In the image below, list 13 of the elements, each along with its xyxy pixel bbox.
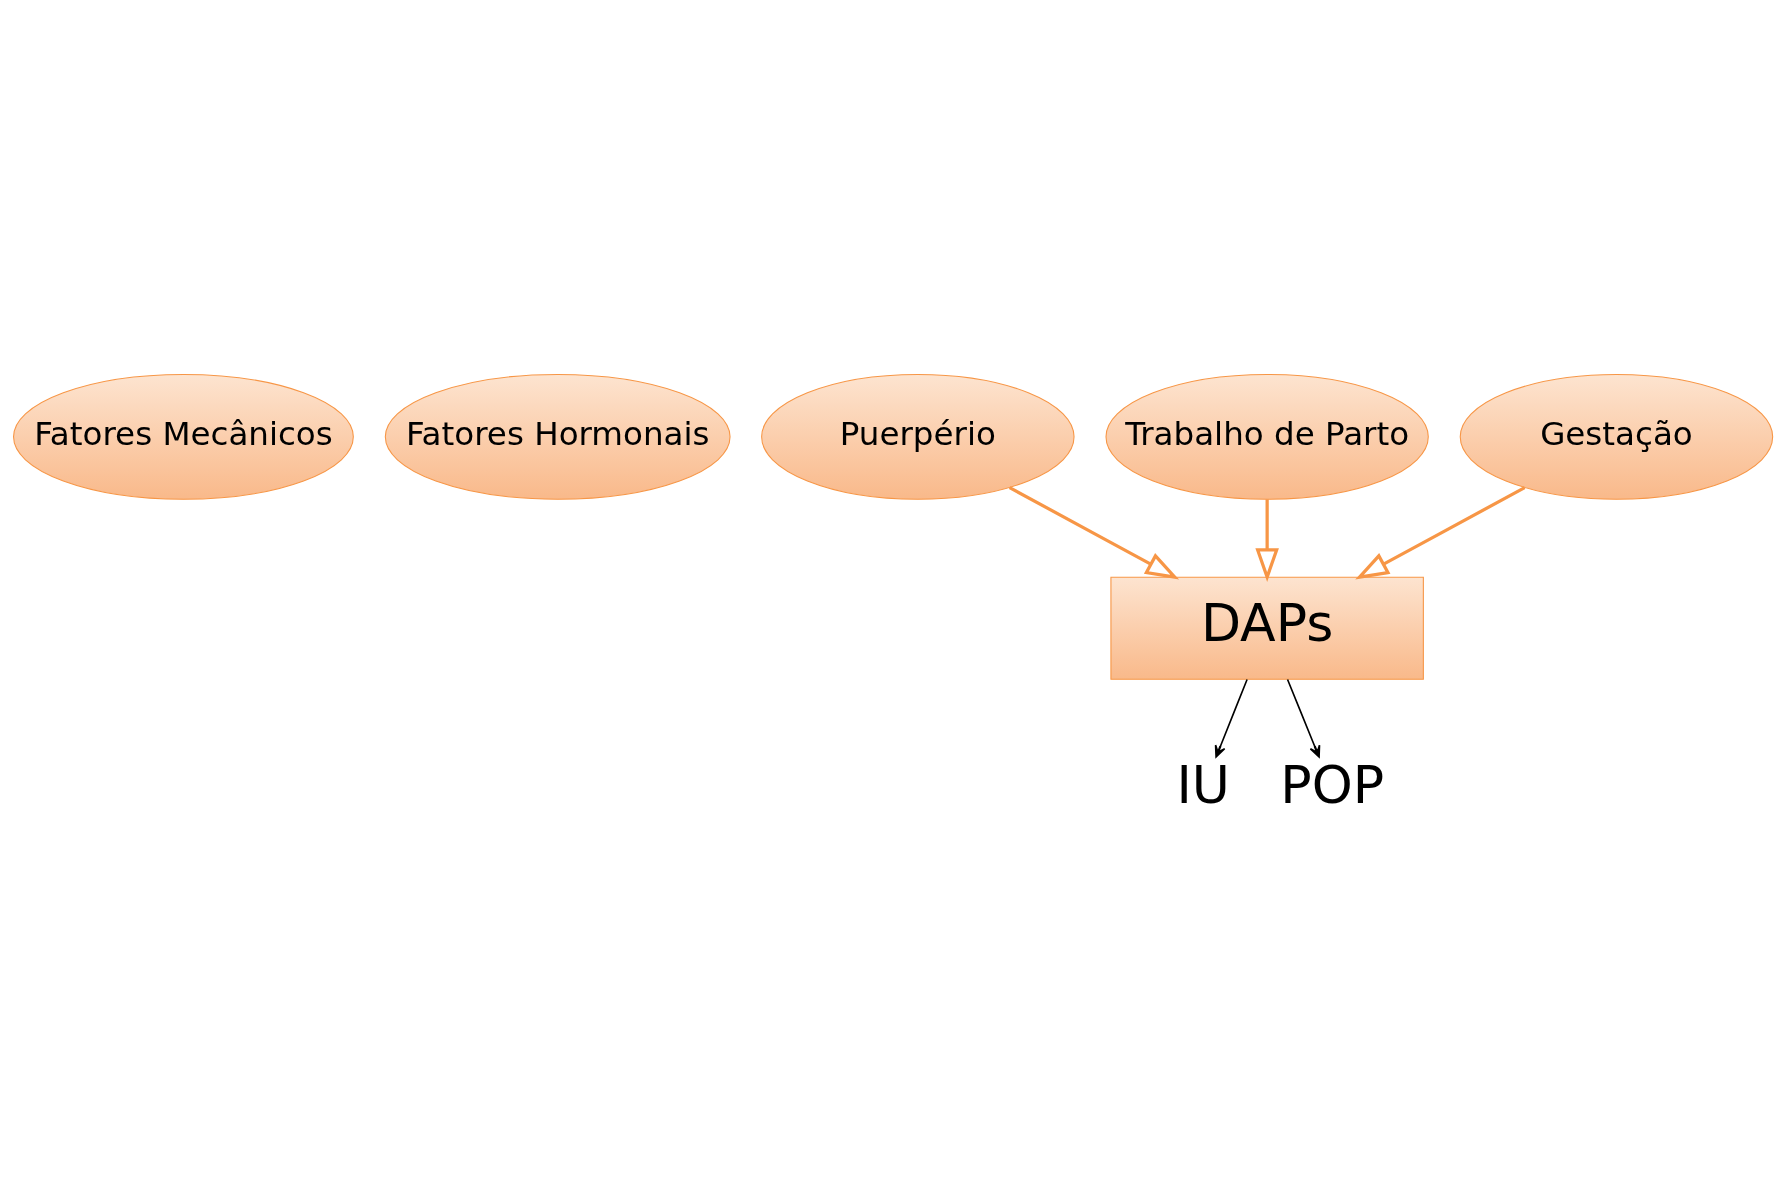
- arrow: [1214, 678, 1248, 758]
- node-text: POP: [1279, 754, 1384, 815]
- node-box: DAPs: [1109, 576, 1424, 680]
- node-ellipse: Puerpério: [760, 373, 1075, 500]
- arrow: [1354, 485, 1525, 579]
- node-ellipse: Trabalho de Parto: [1104, 373, 1429, 500]
- node-ellipse: Fatores Mecânicos: [12, 373, 354, 500]
- arrow: [1254, 498, 1279, 582]
- node-ellipse: Gestação: [1459, 373, 1773, 500]
- node-ellipse: Fatores Hormonais: [384, 373, 731, 500]
- node-text: IU: [1175, 754, 1230, 815]
- arrow: [1286, 678, 1320, 758]
- arrow: [1008, 485, 1179, 579]
